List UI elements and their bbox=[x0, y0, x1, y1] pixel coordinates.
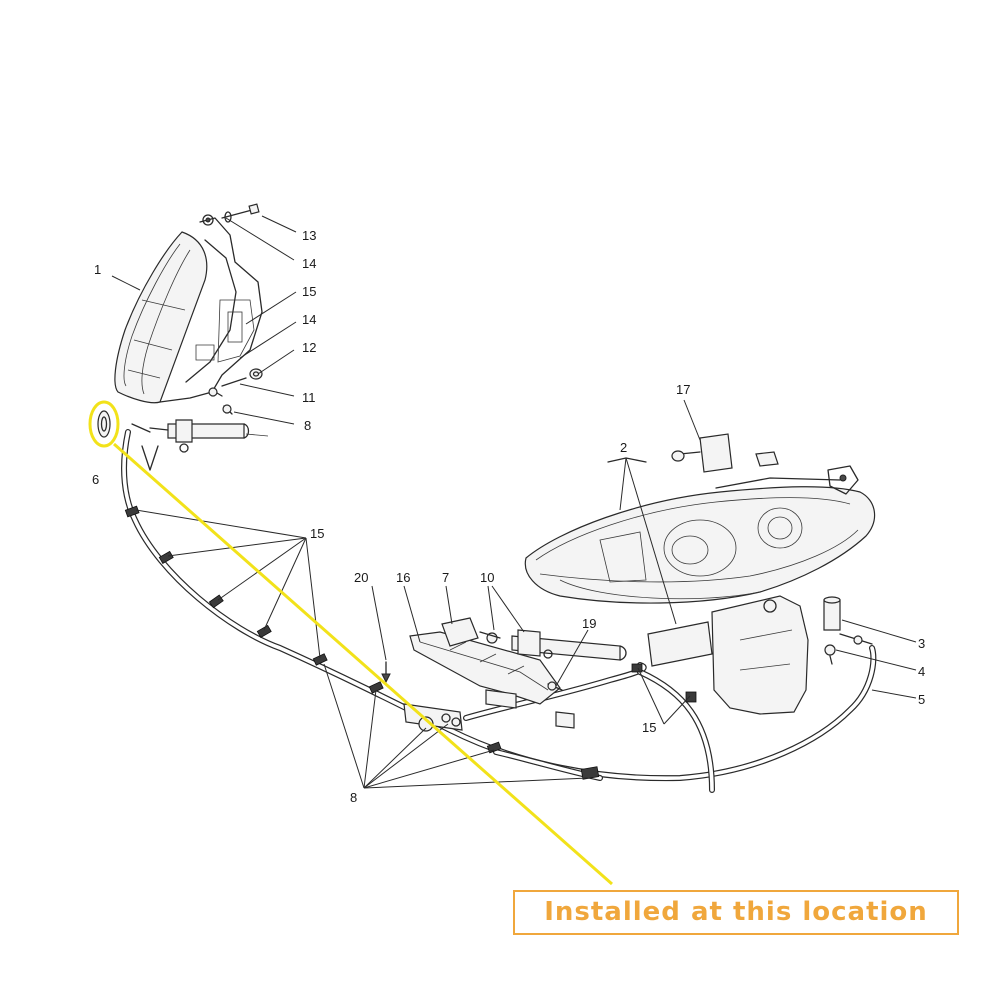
callout-8-bottom: 8 bbox=[350, 790, 357, 805]
callout-2: 2 bbox=[620, 440, 627, 455]
center-tee-connector bbox=[403, 703, 463, 732]
left-headlamp-assembly bbox=[114, 214, 263, 404]
leader-lines bbox=[111, 215, 917, 789]
callout-20: 20 bbox=[354, 570, 368, 585]
bracket-16 bbox=[409, 631, 575, 729]
washer-hose-main bbox=[121, 429, 877, 782]
highlight-ring bbox=[88, 400, 120, 448]
install-location-label: Installed at this location bbox=[513, 890, 959, 935]
callout-3: 3 bbox=[918, 636, 925, 651]
pump-3 bbox=[823, 596, 873, 645]
callout-17: 17 bbox=[676, 382, 690, 397]
callout-8-top: 8 bbox=[304, 418, 311, 433]
right-washer-nozzle bbox=[479, 629, 627, 661]
callout-10: 10 bbox=[480, 570, 494, 585]
callout-1: 1 bbox=[94, 262, 101, 277]
left-washer-nozzle bbox=[131, 419, 269, 471]
highlight-pointer-line bbox=[113, 442, 613, 886]
fitting-4 bbox=[824, 644, 836, 665]
callout-15-right: 15 bbox=[642, 720, 656, 735]
pin-20 bbox=[381, 661, 391, 684]
bolt-12 bbox=[221, 368, 263, 387]
callout-19: 19 bbox=[582, 616, 596, 631]
callout-11: 11 bbox=[302, 390, 316, 405]
callout-15-left: 15 bbox=[310, 526, 324, 541]
right-headlamp-assembly bbox=[524, 465, 876, 604]
bolt-13 bbox=[221, 203, 260, 223]
grommet-6 bbox=[97, 410, 111, 438]
callout-15-top: 15 bbox=[302, 284, 316, 299]
right-headlamp-housing bbox=[711, 595, 809, 715]
callout-12: 12 bbox=[302, 340, 316, 355]
callout-16: 16 bbox=[396, 570, 410, 585]
install-location-highlight bbox=[88, 400, 613, 886]
callout-numbers: 1 13 14 15 14 12 11 8 6 15 20 16 7 10 19… bbox=[92, 228, 925, 805]
callout-14-mid: 14 bbox=[302, 312, 316, 327]
screw-19 bbox=[547, 681, 563, 691]
callout-4: 4 bbox=[918, 664, 925, 679]
pad-7 bbox=[441, 617, 479, 647]
fastener-11 bbox=[208, 387, 233, 415]
callout-14-top: 14 bbox=[302, 256, 316, 271]
hose-clips bbox=[124, 505, 697, 780]
bulb-17 bbox=[671, 433, 779, 473]
callout-6: 6 bbox=[92, 472, 99, 487]
callout-5: 5 bbox=[918, 692, 925, 707]
callout-13: 13 bbox=[302, 228, 316, 243]
callout-7: 7 bbox=[442, 570, 449, 585]
